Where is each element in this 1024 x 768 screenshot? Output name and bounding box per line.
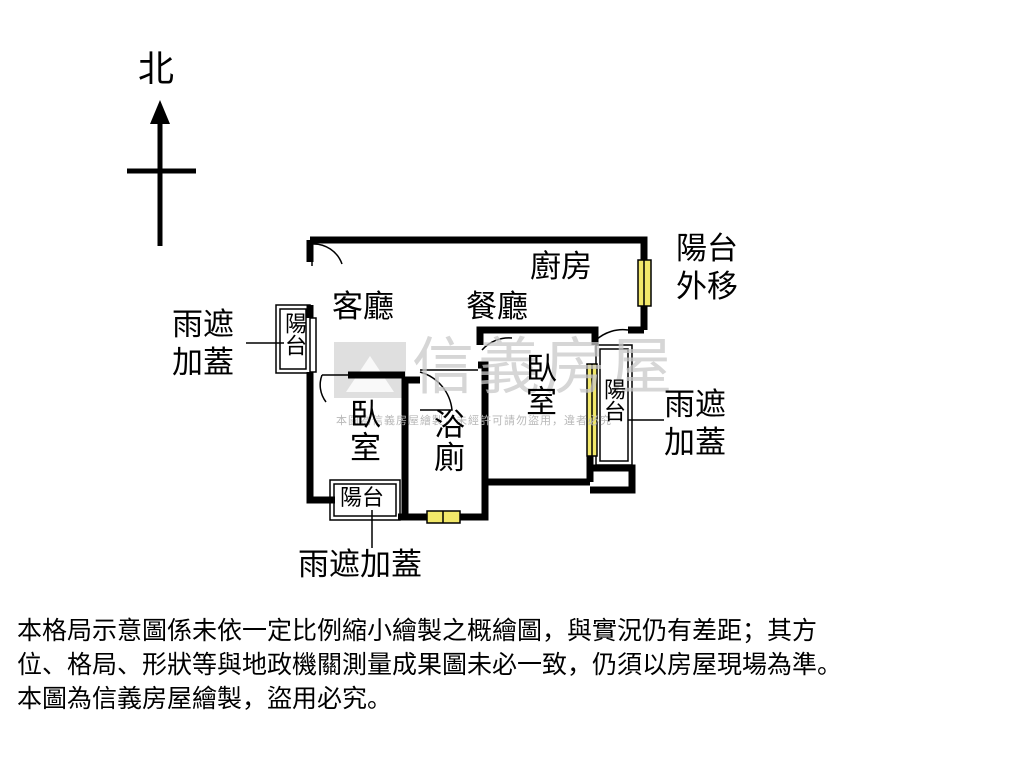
balcony-bottom-outline xyxy=(329,479,401,521)
annotation-balcony-moved-line2: 外移 xyxy=(676,269,738,305)
room-bedroom-left: 臥室 xyxy=(344,398,380,464)
compass xyxy=(127,100,196,246)
annotation-rain-cover-right-line1: 雨遮 xyxy=(664,387,726,423)
doors xyxy=(310,243,629,411)
room-dining-room: 餐廳 xyxy=(466,289,528,325)
door-bedroom-right xyxy=(595,328,629,341)
wall-left-low xyxy=(306,372,335,504)
room-balcony-right: 陽台 xyxy=(600,378,625,422)
annotation-balcony-moved: 陽台 外移 xyxy=(676,230,738,306)
door-bedroom-left xyxy=(319,374,348,403)
annotation-rain-cover-left-line1: 雨遮 xyxy=(172,307,234,343)
room-bedroom-right: 臥室 xyxy=(520,352,556,418)
room-kitchen: 廚房 xyxy=(530,249,592,285)
room-bathroom: 浴廁 xyxy=(428,408,464,474)
disclaimer-line-3: 本圖為信義房屋繪製，盜用必究。 xyxy=(17,684,393,713)
door-living-balcony xyxy=(310,317,317,373)
annotation-rain-cover-left: 雨遮 加蓋 xyxy=(172,306,234,382)
balcony-right-inner xyxy=(599,348,629,462)
disclaimer-line-2: 位、格局、形狀等與地政機關測量成果圖未必一致，仍須以房屋現場為準。 xyxy=(17,650,843,679)
watermark-brand: 信義房屋 xyxy=(412,330,677,403)
disclaimer-line-1: 本格局示意圖係未依一定比例縮小繪製之概繪圖，與實況仍有差距；其方 xyxy=(17,616,818,645)
door-bathroom xyxy=(419,371,453,411)
north-arrow-icon xyxy=(150,100,170,124)
annotation-rain-cover-right: 雨遮 加蓋 xyxy=(664,386,726,462)
leader-lines xyxy=(246,342,664,548)
balcony-left-inner xyxy=(279,308,307,370)
annotation-rain-cover-bottom: 雨遮加蓋 xyxy=(298,547,422,583)
annotation-rain-cover-right-line2: 加蓋 xyxy=(664,425,726,461)
room-balcony-bottom: 陽台 xyxy=(340,486,385,511)
annotation-balcony-moved-line1: 陽台 xyxy=(676,231,738,267)
compass-north-label: 北 xyxy=(138,49,175,90)
door-dining-bedroom xyxy=(481,337,513,351)
door-entrance xyxy=(311,243,343,266)
wall-dining-inner xyxy=(476,326,599,345)
balcony-left-outline xyxy=(275,304,311,374)
balcony-outlines xyxy=(275,304,633,521)
disclaimer: 本格局示意圖係未依一定比例縮小繪製之概繪圖，與實況仍有差距；其方 位、格局、形狀… xyxy=(17,614,1007,716)
wall-right-bedroom xyxy=(586,464,636,494)
wall-bath-right xyxy=(478,361,489,482)
watermark-notice: 本圖為信義房屋繪製，未經許可請勿盜用，違者必究 xyxy=(336,414,612,427)
room-balcony-left: 陽台 xyxy=(281,312,306,356)
balcony-bottom-inner xyxy=(333,483,397,517)
wall-bath-bottom xyxy=(460,478,590,521)
windows xyxy=(426,259,652,524)
wall-bedroom-bottom xyxy=(398,376,420,521)
annotation-rain-cover-left-line2: 加蓋 xyxy=(172,345,234,381)
room-living-room: 客廳 xyxy=(332,289,394,325)
